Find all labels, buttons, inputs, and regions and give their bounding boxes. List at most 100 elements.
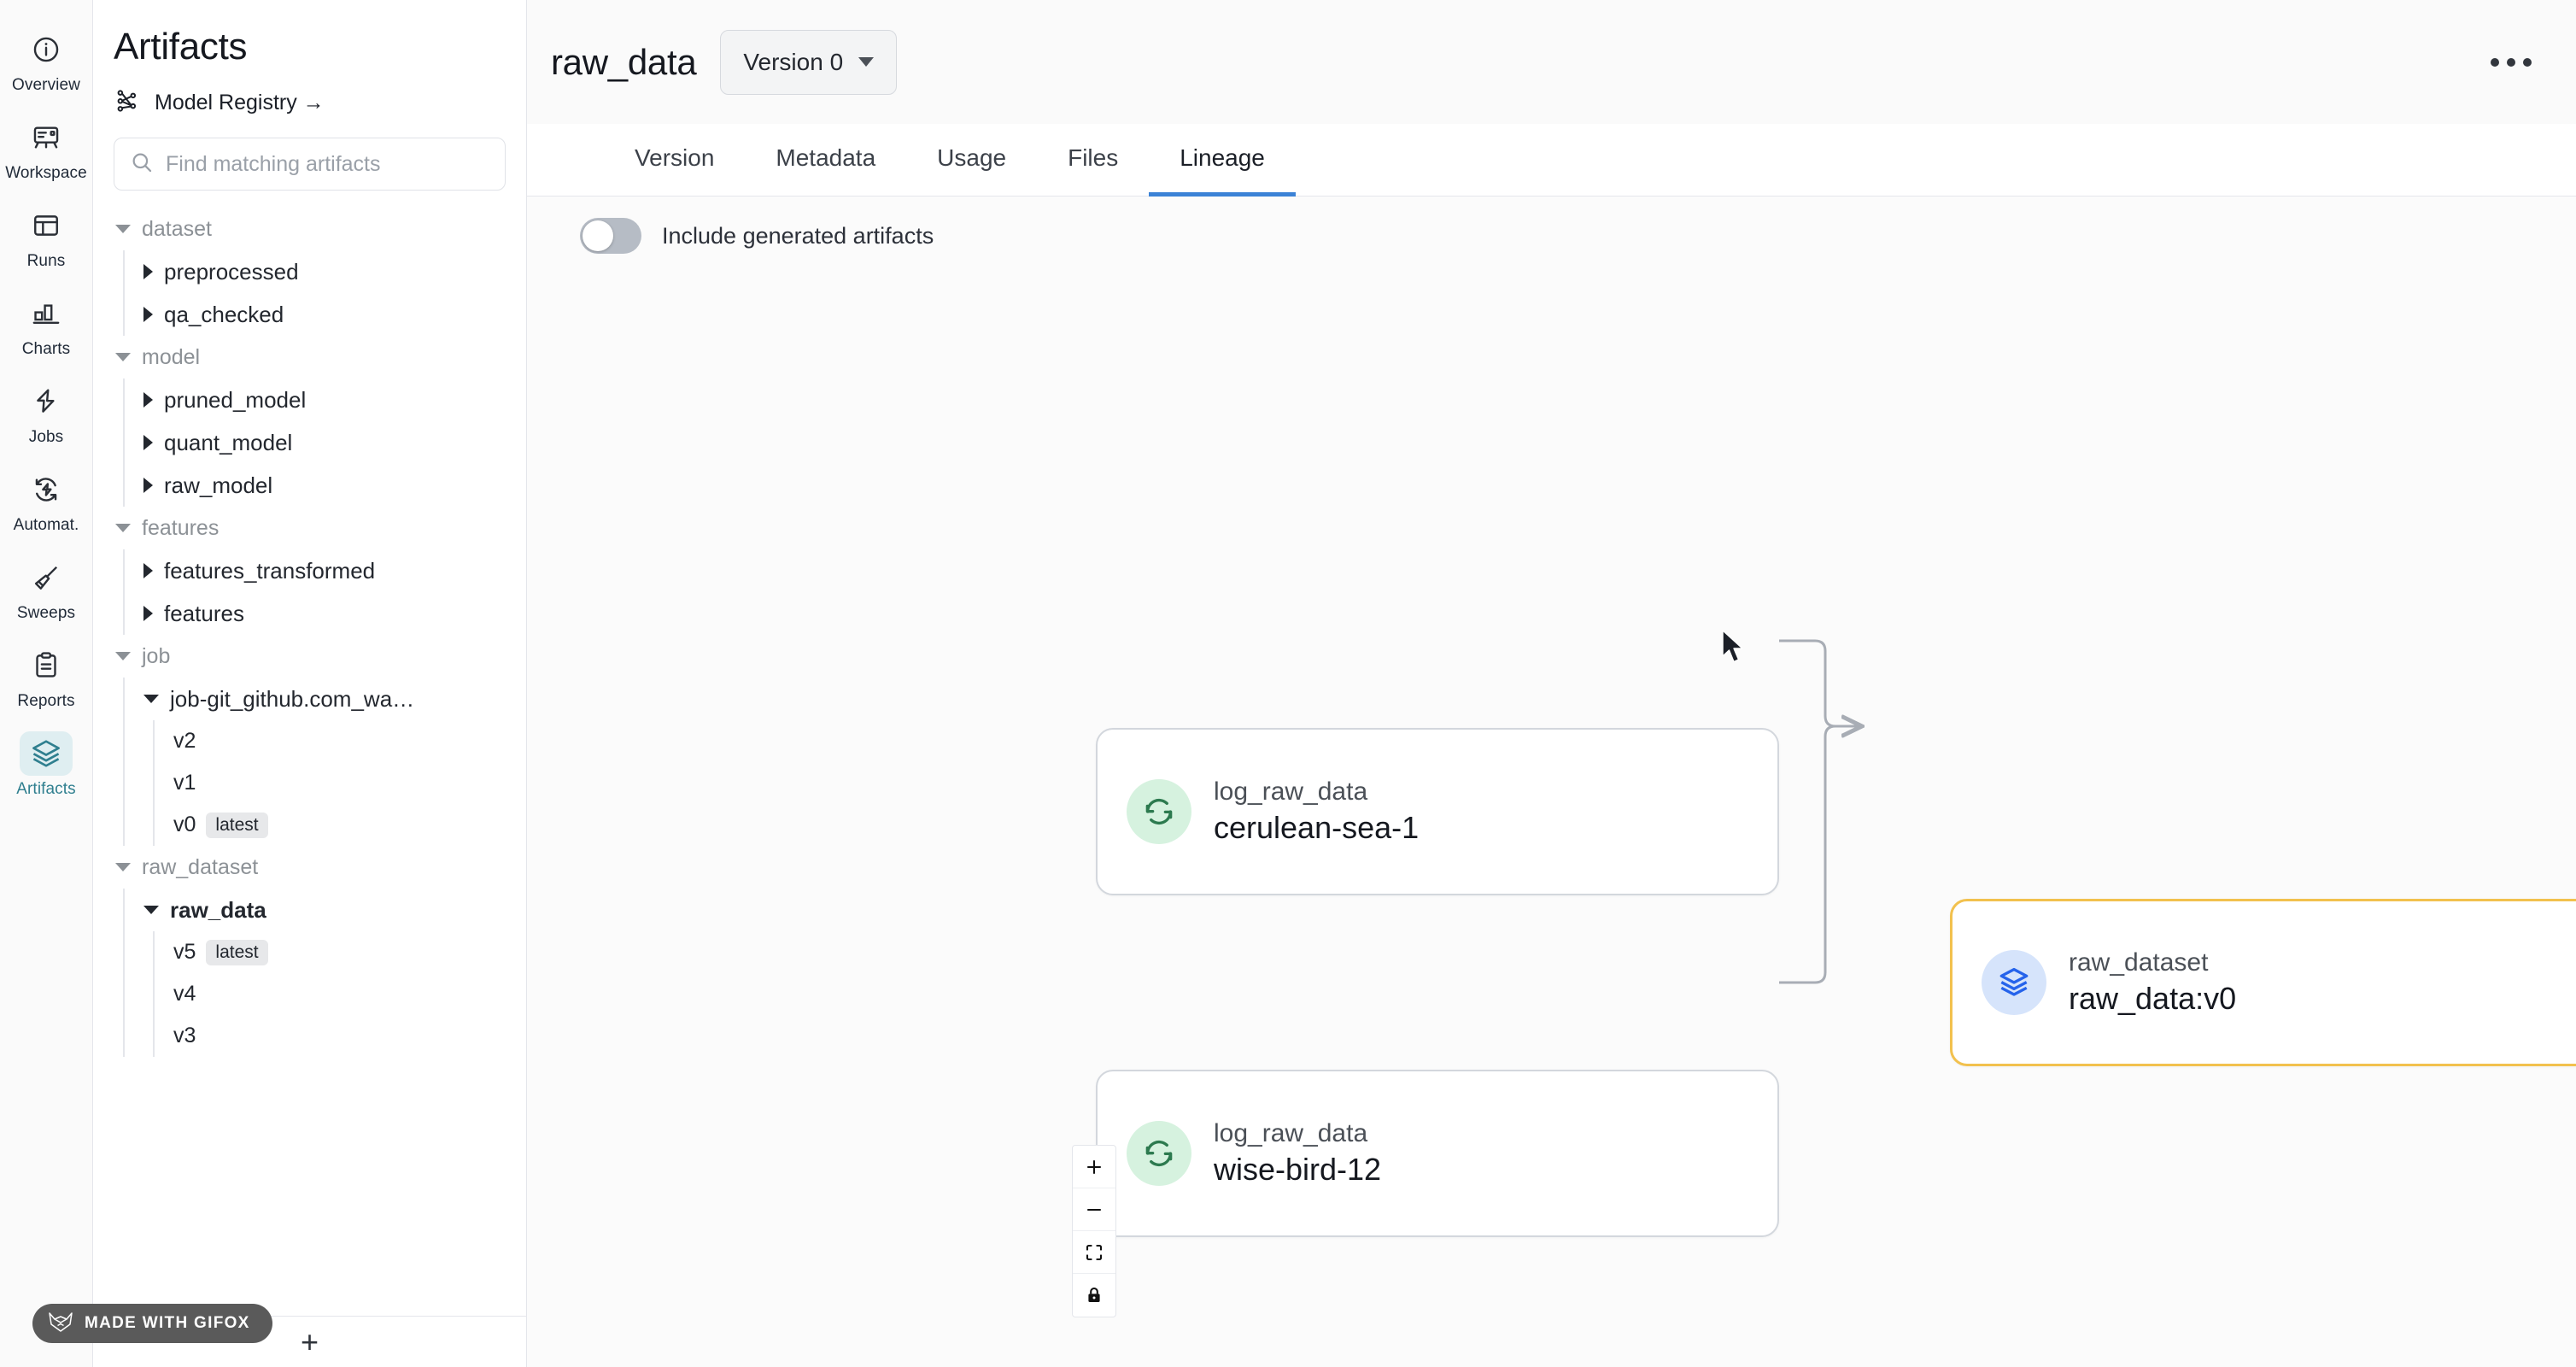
- tab-usage[interactable]: Usage: [906, 124, 1037, 197]
- tab-label: Metadata: [776, 144, 876, 171]
- include-generated-toggle[interactable]: [580, 218, 641, 254]
- chevron-right-icon: [143, 606, 153, 621]
- chevron-right-icon: [143, 264, 153, 279]
- nav-item-sweeps[interactable]: Sweeps: [3, 543, 89, 631]
- dot: [2523, 57, 2532, 67]
- workspace-icon: [20, 115, 73, 160]
- more-options-button[interactable]: [2479, 46, 2544, 79]
- nav-label: Overview: [12, 76, 80, 94]
- nav-item-jobs[interactable]: Jobs: [3, 367, 89, 455]
- tree-item-job-git-github-com-wa-[interactable]: job-git_github.com_wa…: [143, 678, 526, 720]
- tree-item-label: features: [164, 600, 244, 626]
- version-label: v5: [173, 940, 196, 964]
- tree-item-label: qa_checked: [164, 301, 284, 327]
- tree-group-model[interactable]: model: [115, 336, 526, 378]
- version-selector-label: Version 0: [743, 48, 844, 75]
- latest-badge: latest: [206, 939, 268, 965]
- bolt-icon: [20, 379, 73, 424]
- tree-item-label: quant_model: [164, 429, 293, 455]
- page-title: Artifacts: [114, 26, 248, 67]
- version-item-v1[interactable]: v1: [173, 762, 526, 804]
- chevron-down-icon: [115, 353, 131, 361]
- tree-group-dataset[interactable]: dataset: [115, 208, 526, 250]
- tree-item-label: features_transformed: [164, 557, 376, 584]
- tree-item-raw-model[interactable]: raw_model: [143, 464, 526, 507]
- nav-item-reports[interactable]: Reports: [3, 631, 89, 719]
- tree-item-features-transformed[interactable]: features_transformed: [143, 549, 526, 592]
- nav-item-automations[interactable]: Automat.: [3, 455, 89, 543]
- tree-group-features[interactable]: features: [115, 507, 526, 549]
- tree-item-preprocessed[interactable]: preprocessed: [143, 250, 526, 293]
- version-label: v0: [173, 813, 196, 836]
- version-item-v4[interactable]: v4: [173, 973, 526, 1015]
- info-circle-icon: [20, 27, 73, 72]
- tree-item-qa-checked[interactable]: qa_checked: [143, 293, 526, 336]
- nav-item-runs[interactable]: Runs: [3, 191, 89, 279]
- zoom-in-button[interactable]: [1073, 1146, 1115, 1188]
- add-artifact-button[interactable]: +: [300, 1323, 319, 1359]
- version-item-v5[interactable]: v5 latest: [173, 931, 526, 973]
- tree-item-label: raw_data: [170, 896, 266, 923]
- zoom-controls: [1072, 1145, 1116, 1317]
- gifox-watermark: MADE WITH GIFOX: [32, 1304, 272, 1343]
- nav-item-artifacts[interactable]: Artifacts: [3, 719, 89, 807]
- lineage-toolbar: Include generated artifacts: [527, 197, 2576, 275]
- tree-item-raw-data[interactable]: raw_data: [143, 889, 526, 931]
- tree-children: pruned_model quant_model raw_model: [123, 378, 526, 507]
- lock-button[interactable]: [1073, 1274, 1115, 1317]
- tree-group-label: features: [142, 515, 220, 540]
- chevron-right-icon: [143, 392, 153, 408]
- tab-metadata[interactable]: Metadata: [745, 124, 906, 197]
- tree-item-pruned-model[interactable]: pruned_model: [143, 378, 526, 421]
- tab-label: Lineage: [1180, 144, 1265, 171]
- version-label: v2: [173, 729, 196, 753]
- nav-label: Automat.: [13, 516, 79, 534]
- fit-view-button[interactable]: [1073, 1231, 1115, 1274]
- run-icon: [1127, 1121, 1191, 1186]
- artifact-title: raw_data: [551, 41, 697, 82]
- version-item-v3[interactable]: v3: [173, 1015, 526, 1057]
- tree-group-job[interactable]: job: [115, 635, 526, 678]
- tree-item-features[interactable]: features: [143, 592, 526, 635]
- tab-files[interactable]: Files: [1037, 124, 1149, 197]
- toggle-knob: [583, 220, 613, 251]
- bar-chart-icon: [20, 291, 73, 336]
- automation-icon: [20, 467, 73, 512]
- nav-label: Artifacts: [16, 780, 76, 798]
- tab-version[interactable]: Version: [604, 124, 745, 197]
- nav-label: Reports: [17, 692, 75, 710]
- chevron-down-icon: [115, 652, 131, 660]
- zoom-out-button[interactable]: [1073, 1188, 1115, 1231]
- version-item-v2[interactable]: v2: [173, 720, 526, 762]
- search-input[interactable]: Find matching artifacts: [114, 138, 506, 191]
- nav-item-charts[interactable]: Charts: [3, 279, 89, 367]
- tree-group-raw_dataset[interactable]: raw_dataset: [115, 846, 526, 889]
- tree-item-label: job-git_github.com_wa…: [170, 685, 415, 712]
- table-icon: [20, 203, 73, 248]
- tab-lineage[interactable]: Lineage: [1149, 124, 1296, 197]
- model-registry-link[interactable]: Model Registry →: [93, 68, 526, 119]
- tree-children: raw_data v5 latest v4 v3: [123, 889, 526, 1057]
- nav-item-overview[interactable]: Overview: [3, 15, 89, 103]
- nav-item-workspace[interactable]: Workspace: [3, 103, 89, 191]
- version-label: v3: [173, 1024, 196, 1047]
- tree-item-quant-model[interactable]: quant_model: [143, 421, 526, 464]
- lineage-node-name: cerulean-sea-1: [1214, 810, 1420, 845]
- content-header: raw_data Version 0: [527, 0, 2576, 124]
- version-selector[interactable]: Version 0: [720, 29, 898, 95]
- tab-label: Files: [1068, 144, 1119, 171]
- chevron-down-icon: [143, 695, 159, 703]
- tree-children: features_transformed features: [123, 549, 526, 635]
- fox-icon: [48, 1311, 73, 1337]
- model-registry-icon: [115, 87, 143, 119]
- lineage-node-name: wise-bird-12: [1214, 1152, 1382, 1187]
- version-label: v1: [173, 771, 196, 795]
- tab-label: Usage: [937, 144, 1007, 171]
